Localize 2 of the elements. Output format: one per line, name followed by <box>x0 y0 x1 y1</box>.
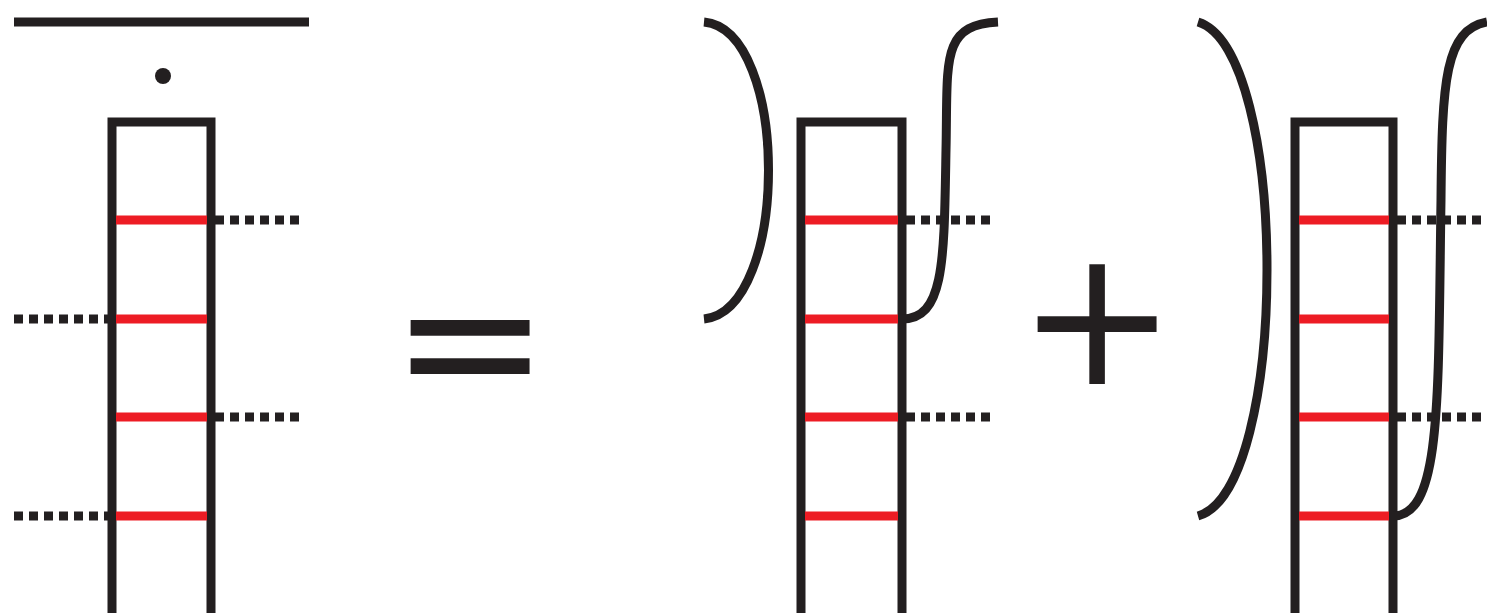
equals-sign: = <box>390 247 550 437</box>
plus-sign: + <box>1017 224 1177 414</box>
